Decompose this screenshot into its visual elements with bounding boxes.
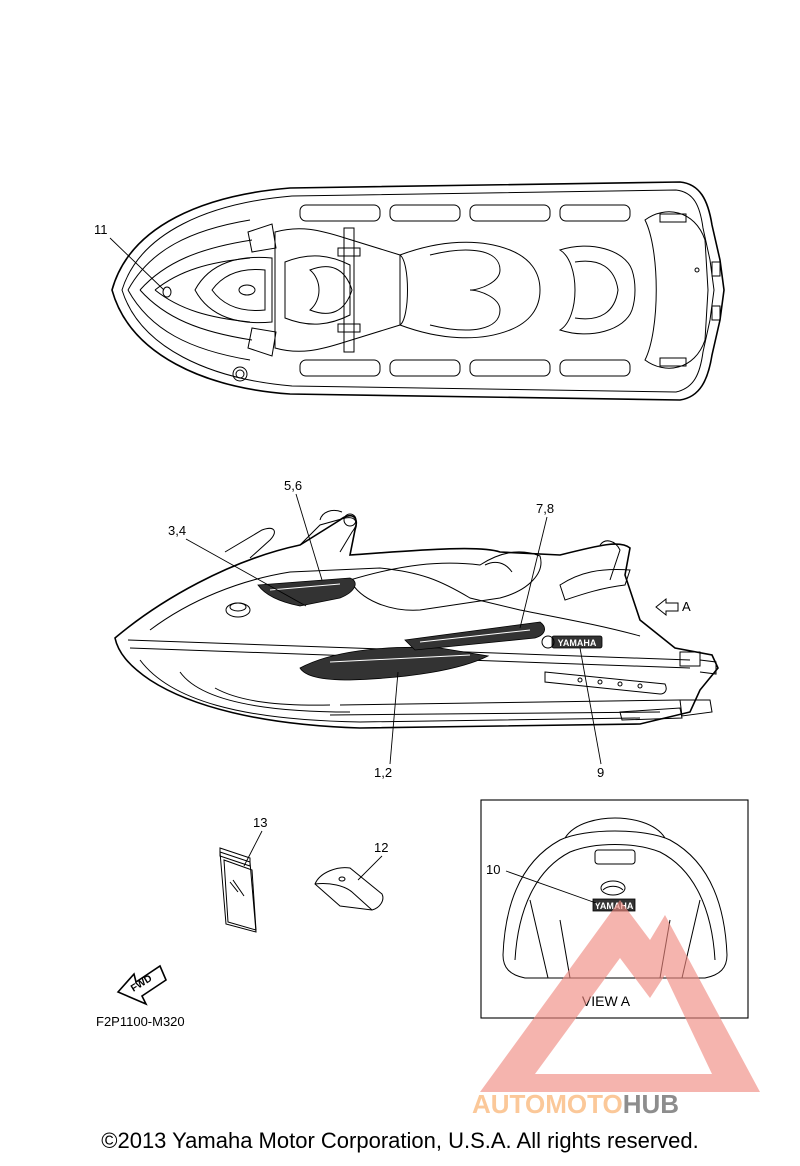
callout-3-4: 3,4 [168, 523, 186, 538]
side-view-watercraft: YAMAHA [114, 509, 719, 729]
watermark-part1: AUTOMOTO [472, 1089, 623, 1119]
callout-12: 12 [374, 840, 388, 855]
fwd-arrow: FWD [116, 964, 167, 1006]
side-emblem-text: YAMAHA [558, 638, 597, 648]
callout-5-6: 5,6 [284, 478, 302, 493]
callout-10: 10 [486, 862, 500, 877]
view-a-label: VIEW A [582, 993, 631, 1009]
watermark-part2: HUB [623, 1089, 679, 1119]
callout-11: 11 [94, 222, 108, 237]
copyright-notice: ©2013 Yamaha Motor Corporation, U.S.A. A… [101, 1128, 699, 1153]
callout-1-2: 1,2 [374, 765, 392, 780]
callout-7-8: 7,8 [536, 501, 554, 516]
view-a-emblem-text: YAMAHA [595, 901, 634, 911]
svg-text:AUTOMOTOHUB: AUTOMOTOHUB [472, 1089, 679, 1119]
callout-9: 9 [597, 765, 604, 780]
watermark-triangle [480, 900, 760, 1092]
watermark-logo: AUTOMOTOHUB [472, 900, 760, 1119]
callout-a: A [682, 599, 691, 614]
callouts: 11 5,6 3,4 7,8 1,2 9 13 12 10 [94, 222, 604, 904]
top-view-watercraft [111, 181, 725, 401]
part-13-pouch [219, 847, 257, 933]
callout-13: 13 [253, 815, 267, 830]
part-12-holder [314, 867, 384, 911]
view-a-arrow: A [655, 597, 691, 617]
diagram-code: F2P1100-M320 [96, 1014, 185, 1029]
